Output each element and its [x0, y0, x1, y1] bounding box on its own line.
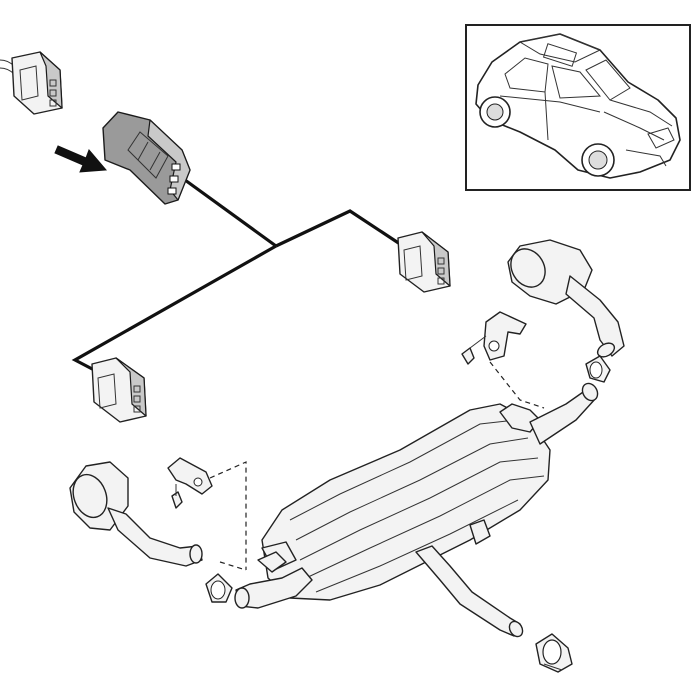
wiring-harness	[71, 178, 401, 374]
control-module-highlighted	[102, 111, 191, 205]
pipe-clamp-lower-left	[205, 573, 233, 603]
pointer-arrow-icon	[54, 145, 108, 173]
mounting-bracket-lower	[167, 457, 247, 571]
connector-plug-left	[91, 357, 147, 423]
suv-outline-icon	[475, 33, 681, 179]
mounting-bracket-upper	[461, 311, 545, 409]
rear-muffler	[261, 382, 599, 601]
vehicle-thumbnail	[465, 24, 691, 191]
connecting-pipe	[415, 545, 524, 638]
tailpipe-right	[507, 239, 625, 358]
pipe-clamp-lower-right	[535, 633, 573, 673]
tailpipe-left	[69, 461, 203, 567]
connector-plug-right	[397, 231, 451, 293]
front-pipe-left	[234, 551, 313, 609]
pipe-clamp-upper	[585, 355, 611, 383]
connector-plug-top-left	[0, 51, 63, 115]
